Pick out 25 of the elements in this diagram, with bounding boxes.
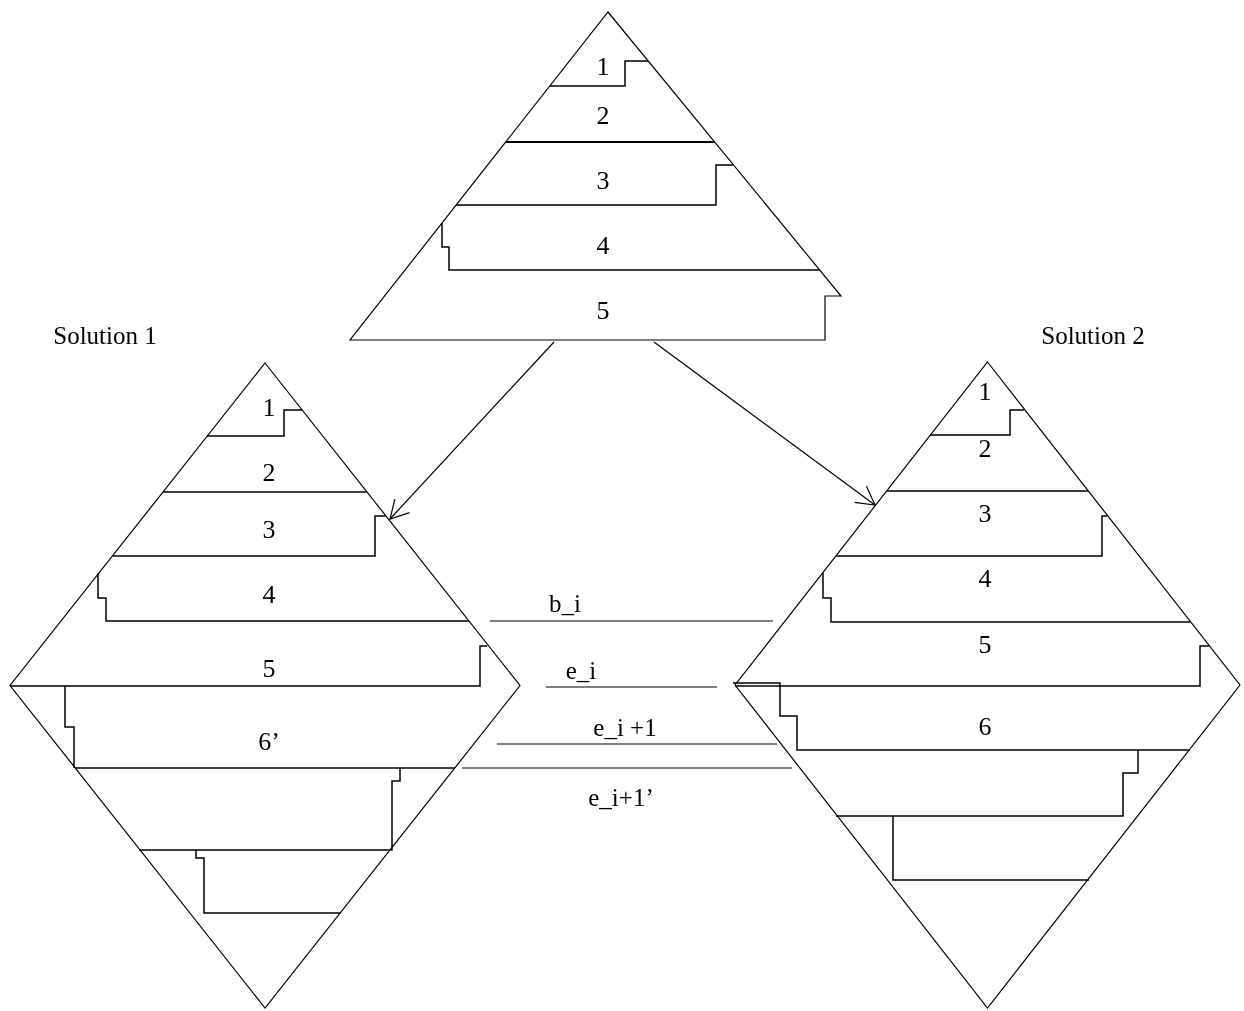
solution-title: Solution 1 [53,322,157,348]
layer-number: 1 [595,54,611,80]
layer-number: 1 [261,395,277,421]
arrow [653,341,876,506]
solution-title: Solution 2 [1041,322,1145,348]
layer-number: 6 [977,714,993,740]
layer-number: 4 [261,582,277,608]
level-label: b_i [549,590,581,616]
level-label: e_i [565,657,597,683]
layer-number: 4 [977,566,993,592]
layer-number: 2 [977,436,993,462]
layer-number: 3 [595,168,611,194]
layer-number: 5 [595,298,611,324]
layer-number: 3 [977,501,993,527]
level-label: e_i +1 [593,714,657,740]
layer-number: 5 [261,656,277,682]
layer-number: 5 [977,632,993,658]
layer-number: 2 [261,460,277,486]
layer-number: 2 [595,103,611,129]
layer-number: 3 [261,517,277,543]
layer-number: 4 [595,233,611,259]
layer-number: 1 [977,379,993,405]
arrow [389,341,555,520]
layer-number: 6’ [257,729,281,755]
level-label: e_i+1’ [588,784,654,810]
